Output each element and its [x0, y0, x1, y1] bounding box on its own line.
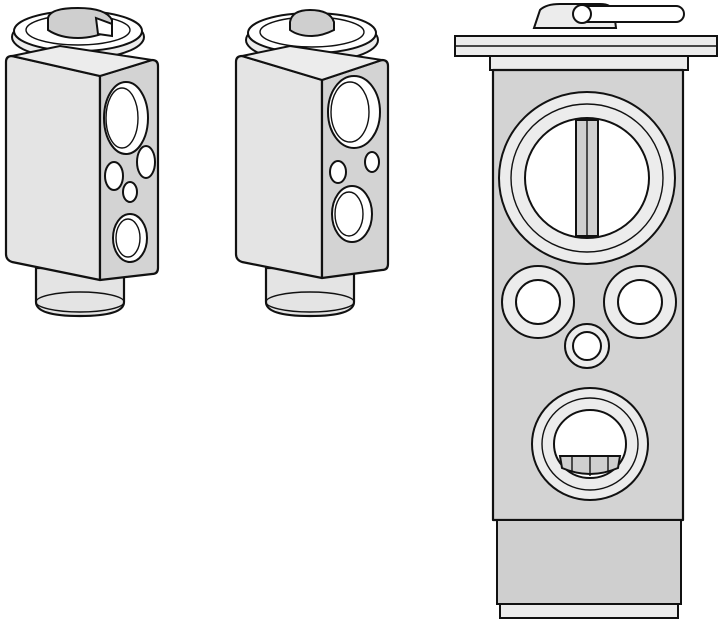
valve-3-top-pin-head — [572, 4, 592, 24]
valve-2-port-small-a — [329, 160, 347, 184]
valve-1-icon — [4, 6, 160, 318]
valve-1-side-face — [4, 54, 102, 282]
valve-2-neck-rim — [265, 291, 355, 313]
valve-1-neck-rim — [35, 291, 125, 313]
valve-1-port-small-b — [136, 145, 156, 179]
valve-3-port-right — [617, 279, 663, 325]
valve-1-port-large — [103, 81, 149, 155]
valve-2-port-small-b — [364, 151, 380, 173]
valve-1-port-lower — [112, 213, 148, 263]
valve-3-port-large-ring — [510, 103, 664, 253]
valve-1-port-lower-bore — [115, 218, 141, 258]
valve-1-port-small-a — [104, 161, 124, 191]
valve-3-neck-base — [499, 603, 679, 619]
valve-3-neck — [496, 519, 682, 605]
valve-2-port-large-bore — [330, 81, 370, 143]
valve-1-top-face — [11, 44, 153, 78]
valve-3-port-lower-ring — [541, 397, 639, 491]
valve-1-port-large-bore — [105, 87, 139, 149]
valve-3-port-center — [572, 331, 602, 361]
valve-2-side-face — [234, 54, 324, 280]
valve-2-icon — [234, 8, 390, 318]
valve-1-cap-tab — [94, 16, 113, 38]
valve-2-cap-dome — [289, 8, 335, 38]
valve-3-port-left — [515, 279, 561, 325]
valve-2-port-lower — [331, 185, 373, 243]
valve-3-collar — [489, 55, 689, 71]
valve-1-port-small-c — [122, 181, 138, 203]
valve-2-port-large — [327, 75, 381, 149]
valve-3-icon — [454, 3, 718, 619]
valve-2-port-lower-bore — [334, 191, 364, 237]
valve-2-top-face — [241, 44, 383, 82]
